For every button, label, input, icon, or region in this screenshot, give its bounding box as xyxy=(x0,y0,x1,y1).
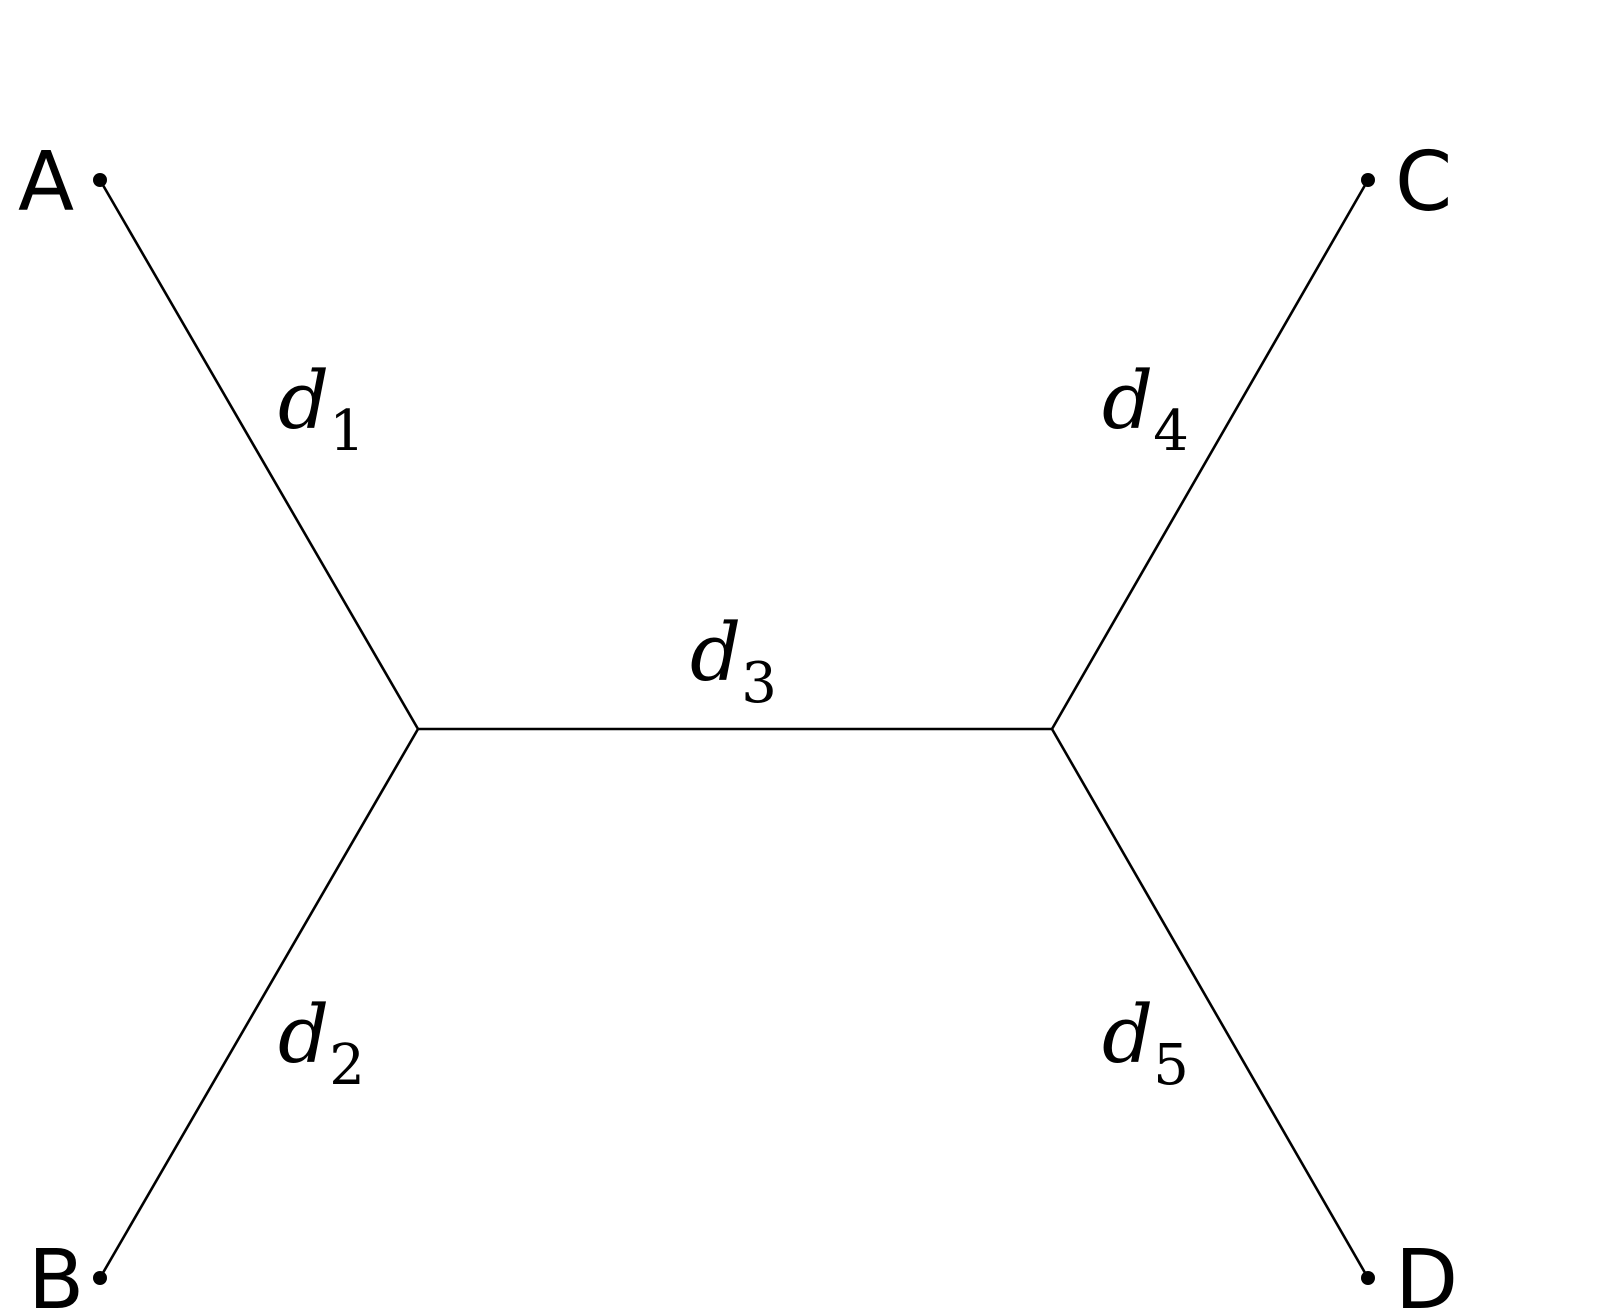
edge-label-d5: d5 xyxy=(1102,988,1189,1098)
edge-d5 xyxy=(1050,728,1370,1279)
leaf-dot-c xyxy=(1361,173,1375,187)
edge-d4 xyxy=(1050,179,1370,730)
leaf-label-d: D xyxy=(1395,1233,1458,1313)
leaf-dot-b xyxy=(93,1271,107,1285)
edge-label-d1-base: d xyxy=(278,354,329,447)
edge-label-d2-sub: 2 xyxy=(329,1033,365,1098)
edge-label-d2: d2 xyxy=(278,988,365,1098)
edge-label-d4: d4 xyxy=(1102,354,1189,464)
edge-label-d4-sub: 4 xyxy=(1153,399,1189,464)
edge-label-d5-base: d xyxy=(1102,988,1153,1081)
edge-label-d3-sub: 3 xyxy=(741,651,777,716)
edge-label-d1-sub: 1 xyxy=(329,399,365,464)
edge-label-d3: d3 xyxy=(690,606,777,716)
leaf-dot-a xyxy=(93,173,107,187)
leaf-dot-d xyxy=(1361,1271,1375,1285)
edge-label-d3-base: d xyxy=(690,606,741,699)
leaf-label-c: C xyxy=(1395,135,1452,230)
leaf-label-a: A xyxy=(18,135,74,230)
edge-label-d1: d1 xyxy=(278,354,365,464)
edge-d1 xyxy=(98,179,420,730)
edge-d2 xyxy=(98,728,420,1279)
leaf-label-b: B xyxy=(28,1233,84,1313)
edge-label-d2-base: d xyxy=(278,988,329,1081)
edge-label-d4-base: d xyxy=(1102,354,1153,447)
edge-label-d5-sub: 5 xyxy=(1153,1033,1189,1098)
